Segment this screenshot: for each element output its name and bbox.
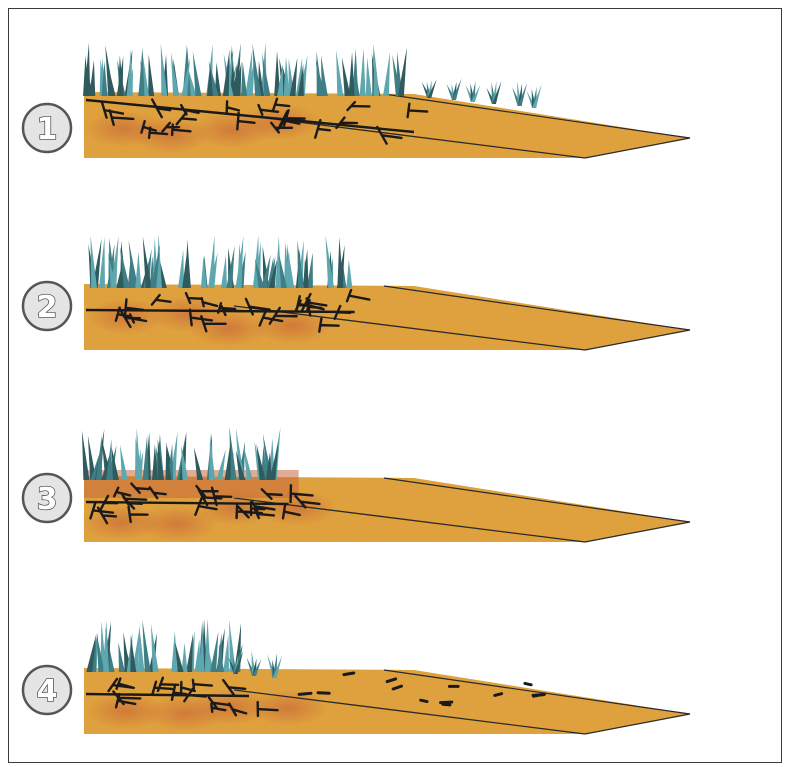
grass-blade <box>209 434 215 480</box>
panel-4: 4 <box>23 618 690 734</box>
grass-blade <box>210 631 218 672</box>
panel-1: 1 <box>23 42 690 158</box>
grass-blade <box>186 634 193 672</box>
grass-blade <box>221 255 227 288</box>
stage-number: 2 <box>37 290 58 325</box>
grass-blade <box>336 50 343 96</box>
panel-2: 2 <box>23 234 690 350</box>
grass-blade <box>135 251 141 288</box>
grass-blade <box>96 435 102 480</box>
grass-blade <box>143 435 149 480</box>
grass-blade <box>373 51 379 96</box>
panel-3: 3 <box>23 427 690 542</box>
grass-blade <box>182 643 188 672</box>
grass-canopy <box>88 234 352 288</box>
grass-blade <box>383 52 390 96</box>
stage-number: 1 <box>37 112 58 147</box>
stage-number: 3 <box>37 482 58 517</box>
grass-blade <box>346 260 352 288</box>
grass-blade <box>349 52 355 96</box>
grass-blade <box>366 57 372 96</box>
grass-blade <box>360 48 366 96</box>
stage-number: 4 <box>37 674 58 709</box>
grass-blade <box>195 639 201 672</box>
grass-blade <box>241 61 247 96</box>
grass-blade <box>148 54 154 96</box>
grass-blade <box>91 236 98 288</box>
grass-blade <box>106 439 112 480</box>
